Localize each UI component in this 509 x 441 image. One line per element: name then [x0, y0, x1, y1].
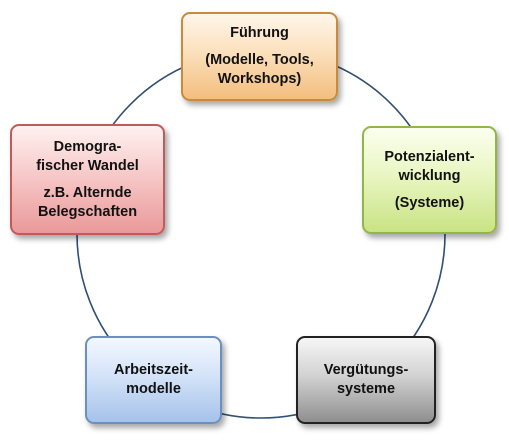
- node-demografie-title-1: Demogra-: [53, 138, 122, 155]
- node-demografie-detail-1: z.B. Alternde: [43, 184, 132, 201]
- node-verguetung-title-2: systeme: [336, 381, 396, 397]
- node-arbeitszeit-title-2: modelle: [126, 381, 181, 397]
- node-arbeitszeit-title-1: Arbeitszeit-: [114, 362, 193, 378]
- node-demografischer-wandel: Demogra- fischer Wandel z.B. Alternde Be…: [10, 124, 165, 235]
- node-verguetungssysteme: Vergütungs- systeme: [296, 336, 436, 424]
- node-fuehrung-detail-2: Workshops): [217, 71, 302, 87]
- node-demografie-title-2: fischer Wandel: [36, 157, 139, 174]
- node-potenzial-detail: (Systeme): [394, 194, 465, 211]
- node-verguetung-title-1: Vergütungs-: [323, 362, 409, 378]
- node-fuehrung: Führung (Modelle, Tools, Workshops): [181, 12, 338, 101]
- node-potenzial-title-2: wicklung: [398, 167, 461, 184]
- node-fuehrung-detail-1: (Modelle, Tools,: [205, 52, 314, 68]
- node-potenzial-title-1: Potenzialent-: [384, 148, 475, 165]
- node-fuehrung-title: Führung: [230, 25, 289, 41]
- node-potenzialentwicklung: Potenzialent- wicklung (Systeme): [362, 126, 497, 234]
- node-demografie-detail-2: Belegschaften: [37, 203, 138, 220]
- node-arbeitszeitmodelle: Arbeitszeit- modelle: [85, 336, 222, 424]
